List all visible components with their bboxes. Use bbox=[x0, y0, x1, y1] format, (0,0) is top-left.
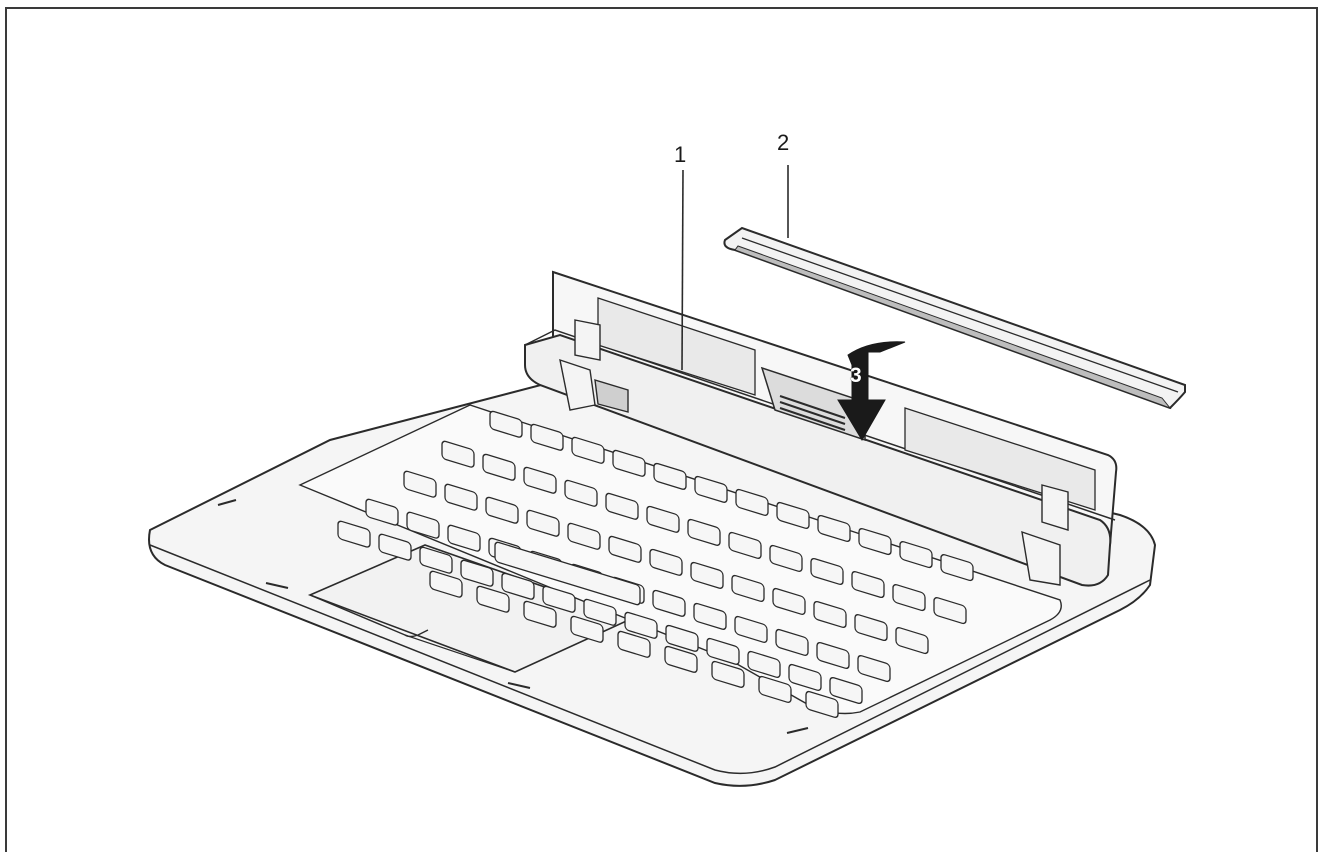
keyboard-key bbox=[772, 587, 806, 615]
keyboard-key bbox=[653, 462, 687, 490]
keyboard-key bbox=[813, 600, 847, 629]
keyboard-key bbox=[441, 440, 475, 468]
keyboard-key bbox=[530, 423, 564, 451]
keyboard-key bbox=[693, 602, 727, 630]
keyboard-base-edge bbox=[149, 544, 1151, 775]
keyboard-key bbox=[337, 520, 371, 548]
keyboard-key bbox=[612, 449, 646, 477]
keyboard-key bbox=[664, 645, 698, 673]
keyboard-key bbox=[652, 589, 686, 617]
figure-frame bbox=[5, 7, 1318, 852]
keyboard-key bbox=[447, 524, 481, 552]
keyboard-key bbox=[735, 488, 769, 516]
keyboard-key bbox=[758, 675, 792, 703]
keyboard-key bbox=[857, 654, 891, 683]
callout-2: 2 bbox=[777, 130, 790, 155]
keyboard-key bbox=[482, 453, 516, 481]
keyboard-key bbox=[711, 660, 745, 688]
keyboard-key bbox=[776, 501, 810, 529]
keyboard-key bbox=[571, 436, 605, 464]
docking-hinge-front bbox=[524, 333, 1112, 587]
keyboard-key bbox=[706, 637, 740, 665]
keyboard-key bbox=[649, 548, 683, 576]
keyboard-key bbox=[788, 663, 822, 691]
keyboard-key bbox=[419, 546, 453, 574]
keyboard-key bbox=[485, 496, 519, 524]
keyboard-key bbox=[406, 511, 440, 539]
keyboard-key bbox=[687, 518, 721, 546]
callout-3: 3 bbox=[850, 364, 862, 387]
keyboard-key bbox=[403, 470, 437, 498]
keyboard-key bbox=[747, 650, 781, 678]
keyboard-key bbox=[731, 574, 765, 602]
keyboard-key bbox=[444, 483, 478, 511]
keyboard-key bbox=[858, 527, 892, 556]
keyboard-key bbox=[501, 572, 535, 600]
keyboard-key bbox=[523, 600, 557, 628]
keyboard-key bbox=[476, 585, 510, 613]
keyboard-key bbox=[570, 615, 604, 643]
keyboard-key bbox=[851, 570, 885, 599]
cover-strip-shade bbox=[734, 245, 1172, 410]
keyboard-key bbox=[728, 531, 762, 559]
keyboard-key bbox=[460, 559, 494, 587]
keyboard-key bbox=[854, 613, 888, 642]
keyboard-key bbox=[933, 597, 967, 625]
keyboard-key bbox=[810, 557, 844, 586]
latch-left bbox=[574, 319, 601, 361]
touchpad-button-split bbox=[404, 634, 516, 673]
keyboard-key bbox=[564, 479, 598, 507]
hinge-recess-right bbox=[904, 407, 1096, 511]
keyboard-key bbox=[605, 492, 639, 520]
keyboard-key bbox=[805, 690, 839, 719]
keyboard-key bbox=[892, 584, 926, 612]
keyboard-key bbox=[895, 627, 929, 655]
callout-1: 1 bbox=[674, 142, 687, 167]
keyboard-key bbox=[378, 533, 412, 561]
keyboard-key bbox=[542, 585, 576, 613]
hinge-foot-right bbox=[1021, 530, 1061, 586]
leader-line-1 bbox=[681, 169, 684, 371]
keyboard-key bbox=[567, 522, 601, 550]
keyboard-key bbox=[665, 624, 699, 652]
latch-right bbox=[1041, 484, 1069, 531]
keyboard-key bbox=[583, 598, 617, 626]
keyboard-key bbox=[523, 466, 557, 494]
keyboard-keys bbox=[337, 410, 974, 719]
keyboard-base-bottom-edge bbox=[164, 564, 716, 784]
cover-strip-edge bbox=[741, 237, 1179, 393]
keyboard-key bbox=[940, 554, 974, 582]
keyboard-key bbox=[817, 514, 851, 543]
keyboard-key bbox=[734, 615, 768, 643]
keyboard-key bbox=[526, 509, 560, 537]
keyboard-key bbox=[775, 628, 809, 656]
hinge-port bbox=[594, 379, 629, 413]
insert-arrow bbox=[837, 341, 906, 441]
hinge-foot-left bbox=[559, 358, 596, 411]
keyboard-key bbox=[429, 570, 463, 598]
keyboard-key bbox=[899, 541, 933, 569]
space-bar-key bbox=[494, 541, 641, 606]
connector-pins bbox=[779, 395, 846, 431]
keyboard-key bbox=[646, 505, 680, 533]
keyboard-key bbox=[690, 561, 724, 589]
keyboard-key bbox=[694, 475, 728, 503]
keyboard-key bbox=[829, 676, 863, 705]
keyboard-key bbox=[617, 630, 651, 658]
keyboard-key bbox=[489, 410, 523, 438]
keyboard-key bbox=[769, 544, 803, 572]
keyboard-key bbox=[608, 535, 642, 563]
keyboard-key bbox=[365, 498, 399, 526]
base-feet bbox=[217, 499, 809, 734]
keyboard-key bbox=[624, 611, 658, 639]
keyboard-key bbox=[816, 641, 850, 670]
